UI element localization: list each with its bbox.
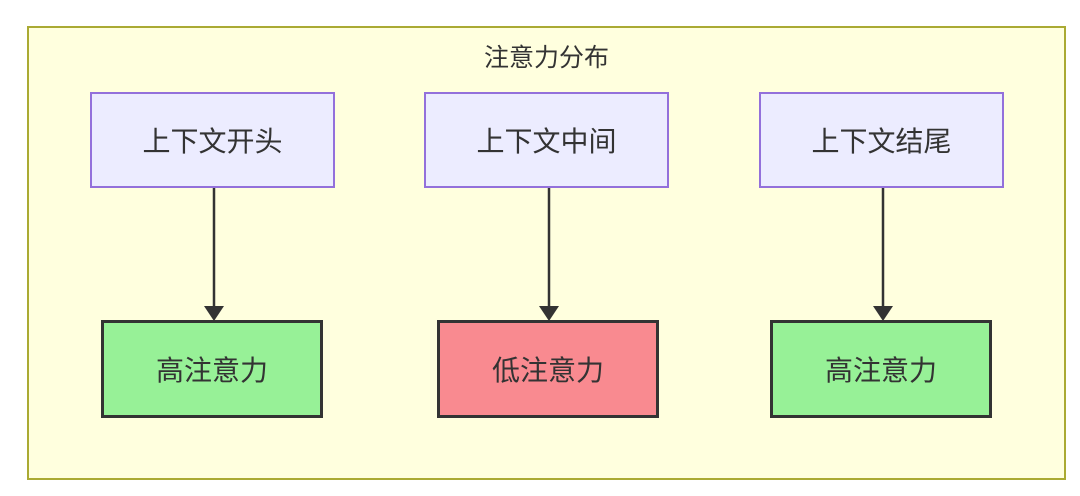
node-attention-high-2-label: 高注意力 bbox=[824, 355, 937, 386]
node-attention-low-1-label: 低注意力 bbox=[491, 355, 604, 386]
node-context-end-label: 上下文结尾 bbox=[811, 126, 952, 157]
node-context-end: 上下文结尾 bbox=[759, 92, 1004, 188]
node-attention-low-1: 低注意力 bbox=[437, 320, 659, 418]
node-attention-high-1-label: 高注意力 bbox=[155, 355, 268, 386]
node-context-start-label: 上下文开头 bbox=[142, 126, 283, 157]
node-context-middle-label: 上下文中间 bbox=[476, 126, 617, 157]
edge-middle-to-low-arrow bbox=[539, 188, 559, 321]
node-attention-high-2: 高注意力 bbox=[770, 320, 992, 418]
node-attention-high-1: 高注意力 bbox=[101, 320, 323, 418]
node-context-start: 上下文开头 bbox=[90, 92, 335, 188]
attention-distribution-subgraph: 注意力分布 上下文开头 上下文中间 上下文结尾 高注意力 低注意力 高注意力 bbox=[27, 26, 1066, 480]
edge-start-to-high-arrow bbox=[204, 188, 224, 321]
diagram-title: 注意力分布 bbox=[483, 44, 609, 72]
node-context-middle: 上下文中间 bbox=[424, 92, 669, 188]
edge-end-to-high-arrow bbox=[873, 188, 893, 321]
